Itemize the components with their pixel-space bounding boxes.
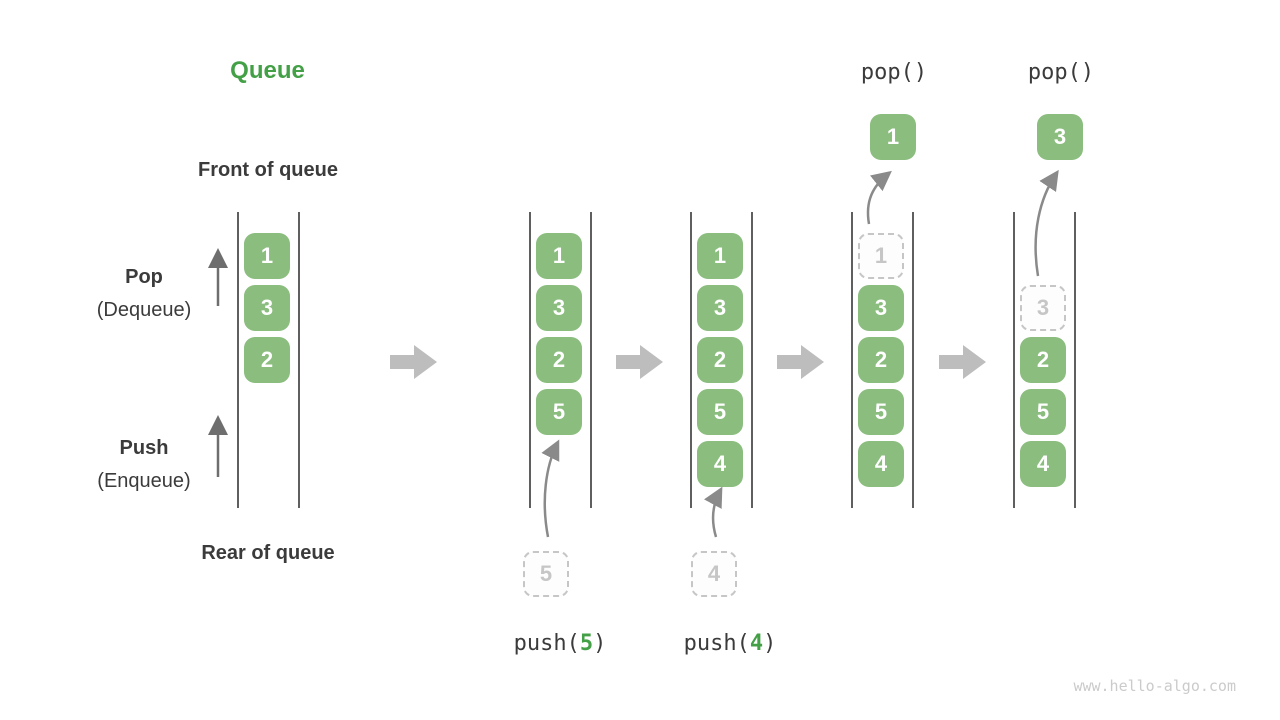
push-curved-arrow-icon (541, 439, 560, 538)
pop-curved-arrow-icon (866, 170, 892, 225)
queue-cell: 4 (1020, 441, 1066, 487)
queue-rail-left (529, 212, 531, 508)
push-call-label: push(4) (683, 631, 777, 656)
ghost-cell: 1 (858, 233, 904, 279)
push-label-sub: (Enqueue) (97, 470, 191, 492)
watermark: www.hello-algo.com (1073, 677, 1236, 695)
queue-cell: 2 (1020, 337, 1066, 383)
next-state-block-arrow-icon (390, 345, 437, 379)
queue-cell: 2 (858, 337, 904, 383)
push-enqueue-label: Push (Enqueue) (60, 432, 228, 498)
push-call-label: push(5) (513, 631, 607, 656)
pop-call-label: pop() (860, 60, 928, 85)
push-label-main: Push (119, 437, 169, 459)
popped-cell: 1 (870, 114, 916, 160)
queue-cell: 1 (536, 233, 582, 279)
pop-label-main: Pop (125, 266, 163, 288)
staged-push-cell: 5 (523, 551, 569, 597)
pop-call-label: pop() (1027, 60, 1095, 85)
staged-push-cell: 4 (691, 551, 737, 597)
queue-cell: 4 (697, 441, 743, 487)
queue-cell: 3 (244, 285, 290, 331)
next-state-block-arrow-icon (939, 345, 986, 379)
queue-cell: 3 (858, 285, 904, 331)
queue-rail-left (1013, 212, 1015, 508)
queue-cell: 3 (697, 285, 743, 331)
queue-cell: 2 (244, 337, 290, 383)
queue-rail-right (751, 212, 753, 508)
queue-rail-right (298, 212, 300, 508)
pop-label-sub: (Dequeue) (96, 299, 192, 321)
queue-rail-left (237, 212, 239, 508)
queue-cell: 2 (536, 337, 582, 383)
queue-cell: 5 (697, 389, 743, 435)
queue-rail-left (851, 212, 853, 508)
queue-cell: 3 (536, 285, 582, 331)
ghost-cell: 3 (1020, 285, 1066, 331)
pop-dequeue-label: Pop (Dequeue) (60, 261, 228, 327)
queue-rail-left (690, 212, 692, 508)
queue-cell: 5 (1020, 389, 1066, 435)
queue-cell: 1 (697, 233, 743, 279)
front-of-queue-label: Front of queue (198, 159, 338, 181)
popped-cell: 3 (1037, 114, 1083, 160)
queue-rail-right (912, 212, 914, 508)
push-curved-arrow-icon (704, 486, 723, 538)
next-state-block-arrow-icon (616, 345, 663, 379)
pop-curved-arrow-icon (1034, 169, 1059, 277)
queue-cell: 1 (244, 233, 290, 279)
queue-cell: 2 (697, 337, 743, 383)
diagram-title: Queue (230, 57, 305, 84)
rear-of-queue-label: Rear of queue (201, 542, 335, 564)
queue-rail-right (1074, 212, 1076, 508)
queue-cell: 5 (536, 389, 582, 435)
next-state-block-arrow-icon (777, 345, 824, 379)
queue-cell: 5 (858, 389, 904, 435)
queue-rail-right (590, 212, 592, 508)
queue-cell: 4 (858, 441, 904, 487)
